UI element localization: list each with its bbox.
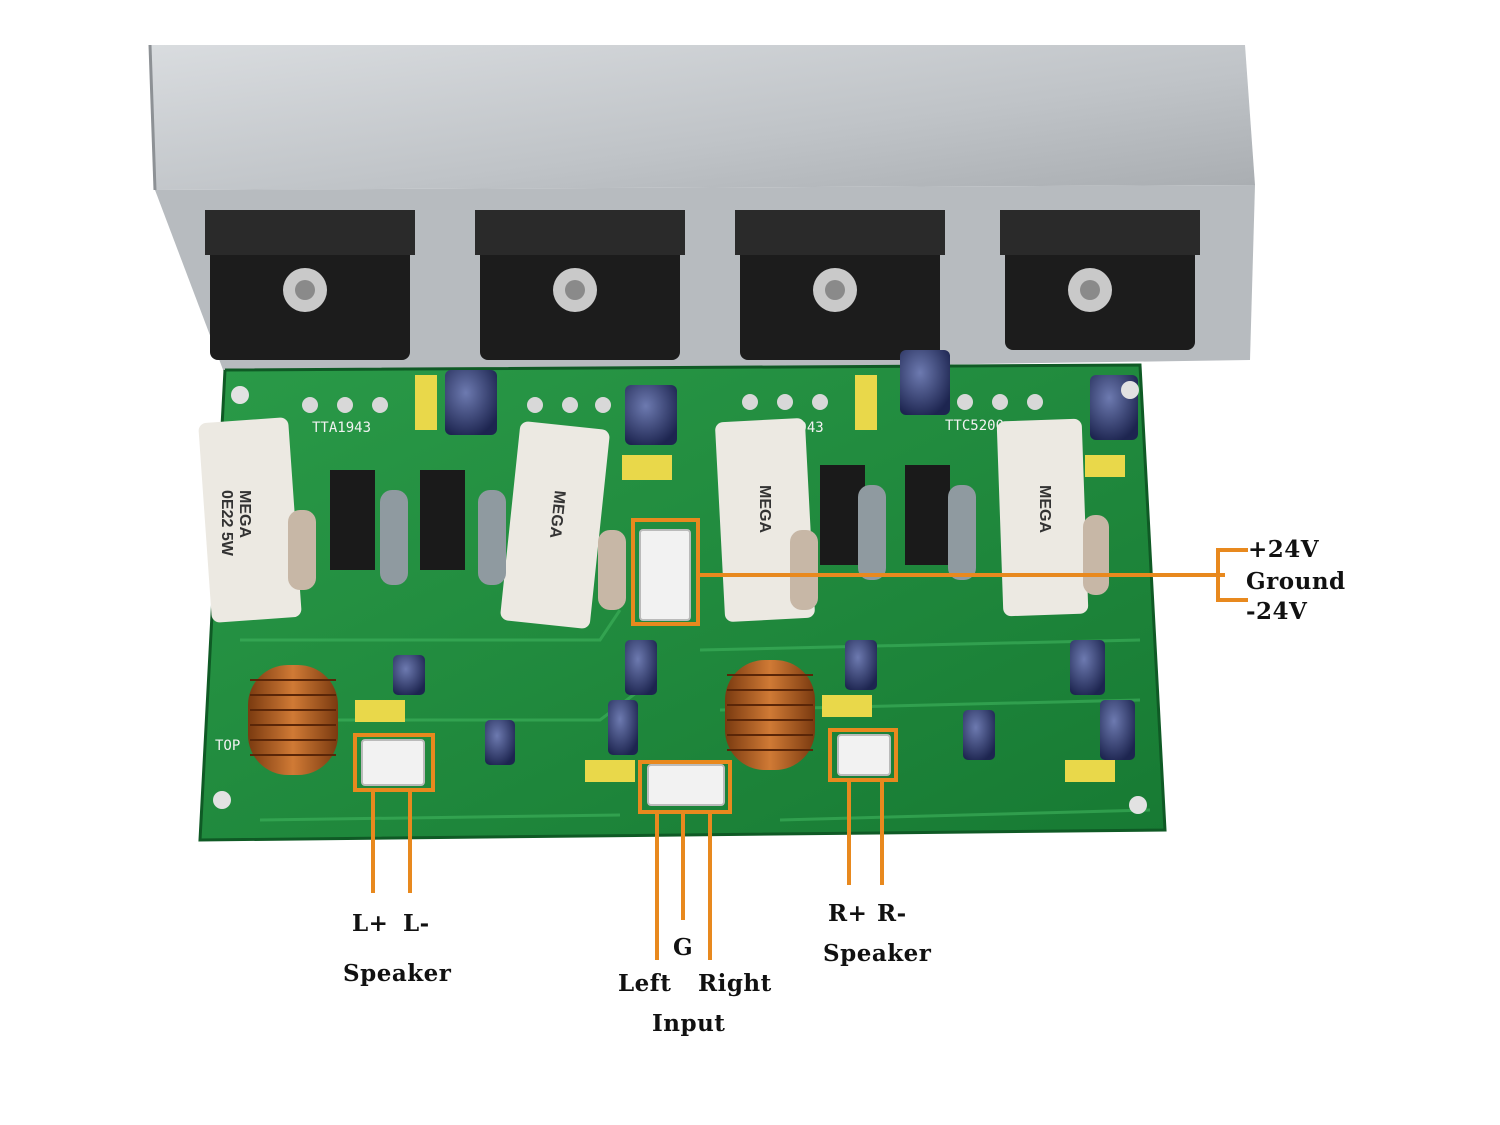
left-speaker-connector <box>361 739 425 786</box>
cement-resistor-2: MEGA <box>500 421 610 629</box>
input-left-label: Left <box>618 970 672 997</box>
svg-text:0E22 5W: 0E22 5W <box>218 490 235 557</box>
transistor-1 <box>205 210 415 360</box>
output-inductors <box>248 660 815 775</box>
electrolytic-capacitors <box>393 350 1138 765</box>
input-ground-label: G <box>673 934 694 961</box>
left-speaker-minus-label: L- <box>403 910 430 937</box>
cement-resistor-1: MEGA 0E22 5W <box>198 417 302 623</box>
transistor-4 <box>1000 210 1200 350</box>
transistor-2 <box>475 210 685 360</box>
power-highlight-box <box>631 518 700 626</box>
cement-resistor-4: MEGA <box>996 418 1089 617</box>
cement-resistors: MEGA 0E22 5W MEGA MEGA MEGA <box>198 417 1089 629</box>
right-speaker-minus-label: R- <box>877 900 907 927</box>
svg-text:TTC5200: TTC5200 <box>945 418 1004 434</box>
right-speaker-plus-label: R+ <box>828 900 868 927</box>
cement-resistor-3: MEGA <box>715 418 815 622</box>
input-connector <box>647 764 725 806</box>
svg-text:MEGA: MEGA <box>1036 485 1053 533</box>
power-ground-label: Ground <box>1246 568 1346 595</box>
driver-transistors <box>330 465 950 570</box>
left-speaker-plus-label: L+ <box>352 910 389 937</box>
callout-lines <box>353 518 1248 960</box>
svg-text:TOP: TOP <box>215 738 240 754</box>
right-speaker-highlight-box <box>828 728 898 782</box>
right-speaker-caption: Speaker <box>823 940 932 967</box>
svg-text:MEGA: MEGA <box>236 490 253 538</box>
power-connector <box>639 529 691 621</box>
power-plus-label: +24V <box>1248 536 1320 563</box>
left-speaker-highlight-box <box>353 733 435 792</box>
svg-text:MEGA: MEGA <box>756 485 773 533</box>
heatsink <box>148 44 1255 375</box>
svg-text:MEGA: MEGA <box>546 490 568 540</box>
svg-text:TTA1943: TTA1943 <box>312 420 371 436</box>
left-speaker-caption: Speaker <box>343 960 452 987</box>
input-right-label: Right <box>698 970 772 997</box>
power-transistors <box>205 210 1200 360</box>
power-minus-label: -24V <box>1246 598 1308 625</box>
input-caption: Input <box>652 1010 726 1037</box>
right-speaker-connector <box>837 734 891 776</box>
film-capacitors <box>355 375 1125 782</box>
mounting-holes <box>213 381 1147 814</box>
transistor-3 <box>735 210 945 360</box>
connectors <box>361 529 891 806</box>
